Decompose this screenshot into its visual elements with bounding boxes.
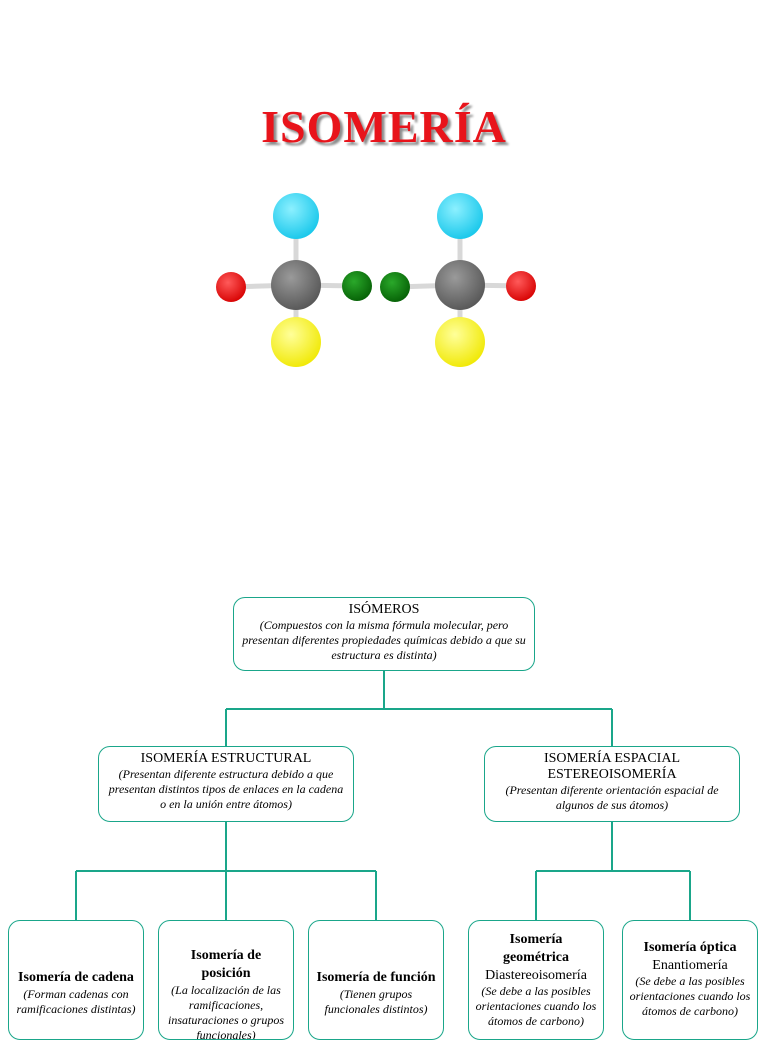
carbon-atom [435, 260, 485, 310]
chain-heading: Isomería de cadena [18, 970, 134, 985]
function-isomerism-node: Isomería de función (Tienen grupos funci… [308, 920, 444, 1040]
position-isomerism-node: Isomería de posición (La localización de… [158, 920, 294, 1040]
optical-description: (Se debe a las posibles orientaciones cu… [629, 974, 751, 1018]
function-description: (Tienen grupos funcionales distintos) [324, 987, 428, 1016]
isomers-description: (Compuestos con la misma fórmula molecul… [242, 618, 526, 662]
optical-isomerism-node: Isomería óptica Enantiomería (Se debe a … [622, 920, 758, 1040]
structural-isomerism-node: ISOMERÍA ESTRUCTURAL (Presentan diferent… [98, 746, 354, 822]
geometric-description: (Se debe a las posibles orientaciones cu… [475, 984, 597, 1028]
structural-heading: ISOMERÍA ESTRUCTURAL [140, 751, 312, 766]
red-atom [216, 272, 246, 302]
spatial-isomerism-node: ISOMERÍA ESPACIAL ESTEREOISOMERÍA (Prese… [484, 746, 740, 822]
function-heading: Isomería de función [316, 970, 436, 985]
geometric-subheading: Diastereoisomería [485, 968, 587, 983]
structural-description: (Presentan diferente estructura debido a… [108, 767, 344, 811]
yellow-atom [435, 317, 485, 367]
yellow-atom [271, 317, 321, 367]
geometric-heading: Isomería geométrica [502, 932, 570, 965]
isomers-root-node: ISÓMEROS (Compuestos con la misma fórmul… [233, 597, 535, 671]
green-atom [380, 272, 410, 302]
optical-subheading: Enantiomería [652, 958, 728, 973]
optical-heading: Isomería óptica [643, 940, 737, 955]
page-title: ISOMERÍA [261, 101, 507, 152]
isomer-molecules-illustration [216, 193, 536, 367]
spatial-heading-line1: ISOMERÍA ESPACIAL [543, 751, 680, 766]
spatial-description: (Presentan diferente orientación espacia… [505, 783, 719, 812]
cyan-atom [273, 193, 319, 239]
chain-isomerism-node: Isomería de cadena (Forman cadenas con r… [8, 920, 144, 1040]
isomers-heading: ISÓMEROS [348, 602, 420, 617]
cyan-atom [437, 193, 483, 239]
spatial-heading-line2: ESTEREOISOMERÍA [547, 767, 677, 782]
position-description: (La localización de las ramificaciones, … [167, 983, 284, 1040]
right-molecule [380, 193, 536, 367]
left-molecule [216, 193, 372, 367]
chain-description: (Forman cadenas con ramificaciones disti… [16, 987, 136, 1016]
geometric-isomerism-node: Isomería geométrica Diastereoisomería (S… [468, 920, 604, 1040]
position-heading: Isomería de posición [190, 948, 262, 981]
green-atom [342, 271, 372, 301]
carbon-atom [271, 260, 321, 310]
red-atom [506, 271, 536, 301]
